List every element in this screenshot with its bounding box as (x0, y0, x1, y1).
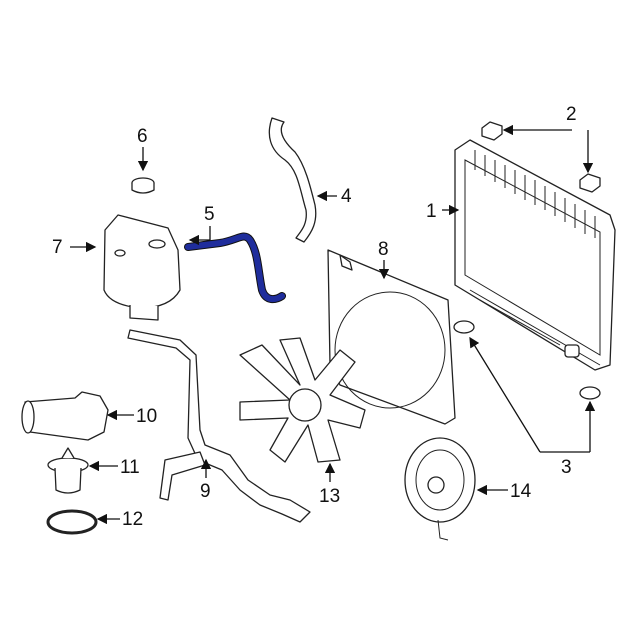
callout-12[interactable]: 12 (122, 509, 143, 530)
thermostat-housing-part[interactable] (21, 391, 109, 441)
gasket-part[interactable] (46, 509, 98, 535)
coolant-reservoir-part[interactable] (103, 214, 181, 321)
fan-shroud-part[interactable] (327, 249, 456, 425)
callout-1[interactable]: 1 (426, 201, 437, 222)
bypass-hose-part-highlighted[interactable] (184, 232, 286, 304)
thermostat-part[interactable] (47, 447, 89, 494)
callout-10[interactable]: 10 (136, 406, 157, 427)
callout-9[interactable]: 9 (200, 481, 211, 502)
reservoir-cap-part[interactable] (131, 177, 155, 194)
upper-insulator-part[interactable] (481, 121, 601, 193)
lower-insulator-part[interactable] (453, 320, 601, 400)
leader-lines (70, 124, 596, 525)
callout-7[interactable]: 7 (52, 237, 63, 258)
fan-clutch-part[interactable] (404, 437, 476, 541)
callout-6[interactable]: 6 (137, 126, 148, 147)
radiator-part[interactable] (454, 139, 616, 371)
callout-4[interactable]: 4 (341, 186, 352, 207)
callout-11[interactable]: 11 (120, 457, 140, 478)
callout-3[interactable]: 3 (561, 457, 572, 478)
fan-blade-part[interactable] (239, 337, 366, 463)
callout-13[interactable]: 13 (319, 486, 340, 507)
lower-hose-part[interactable] (127, 329, 311, 523)
upper-hose-part[interactable] (268, 117, 317, 243)
callout-5[interactable]: 5 (204, 204, 215, 225)
callout-2[interactable]: 2 (566, 104, 577, 125)
callout-8[interactable]: 8 (378, 239, 389, 260)
callout-14[interactable]: 14 (510, 481, 532, 502)
